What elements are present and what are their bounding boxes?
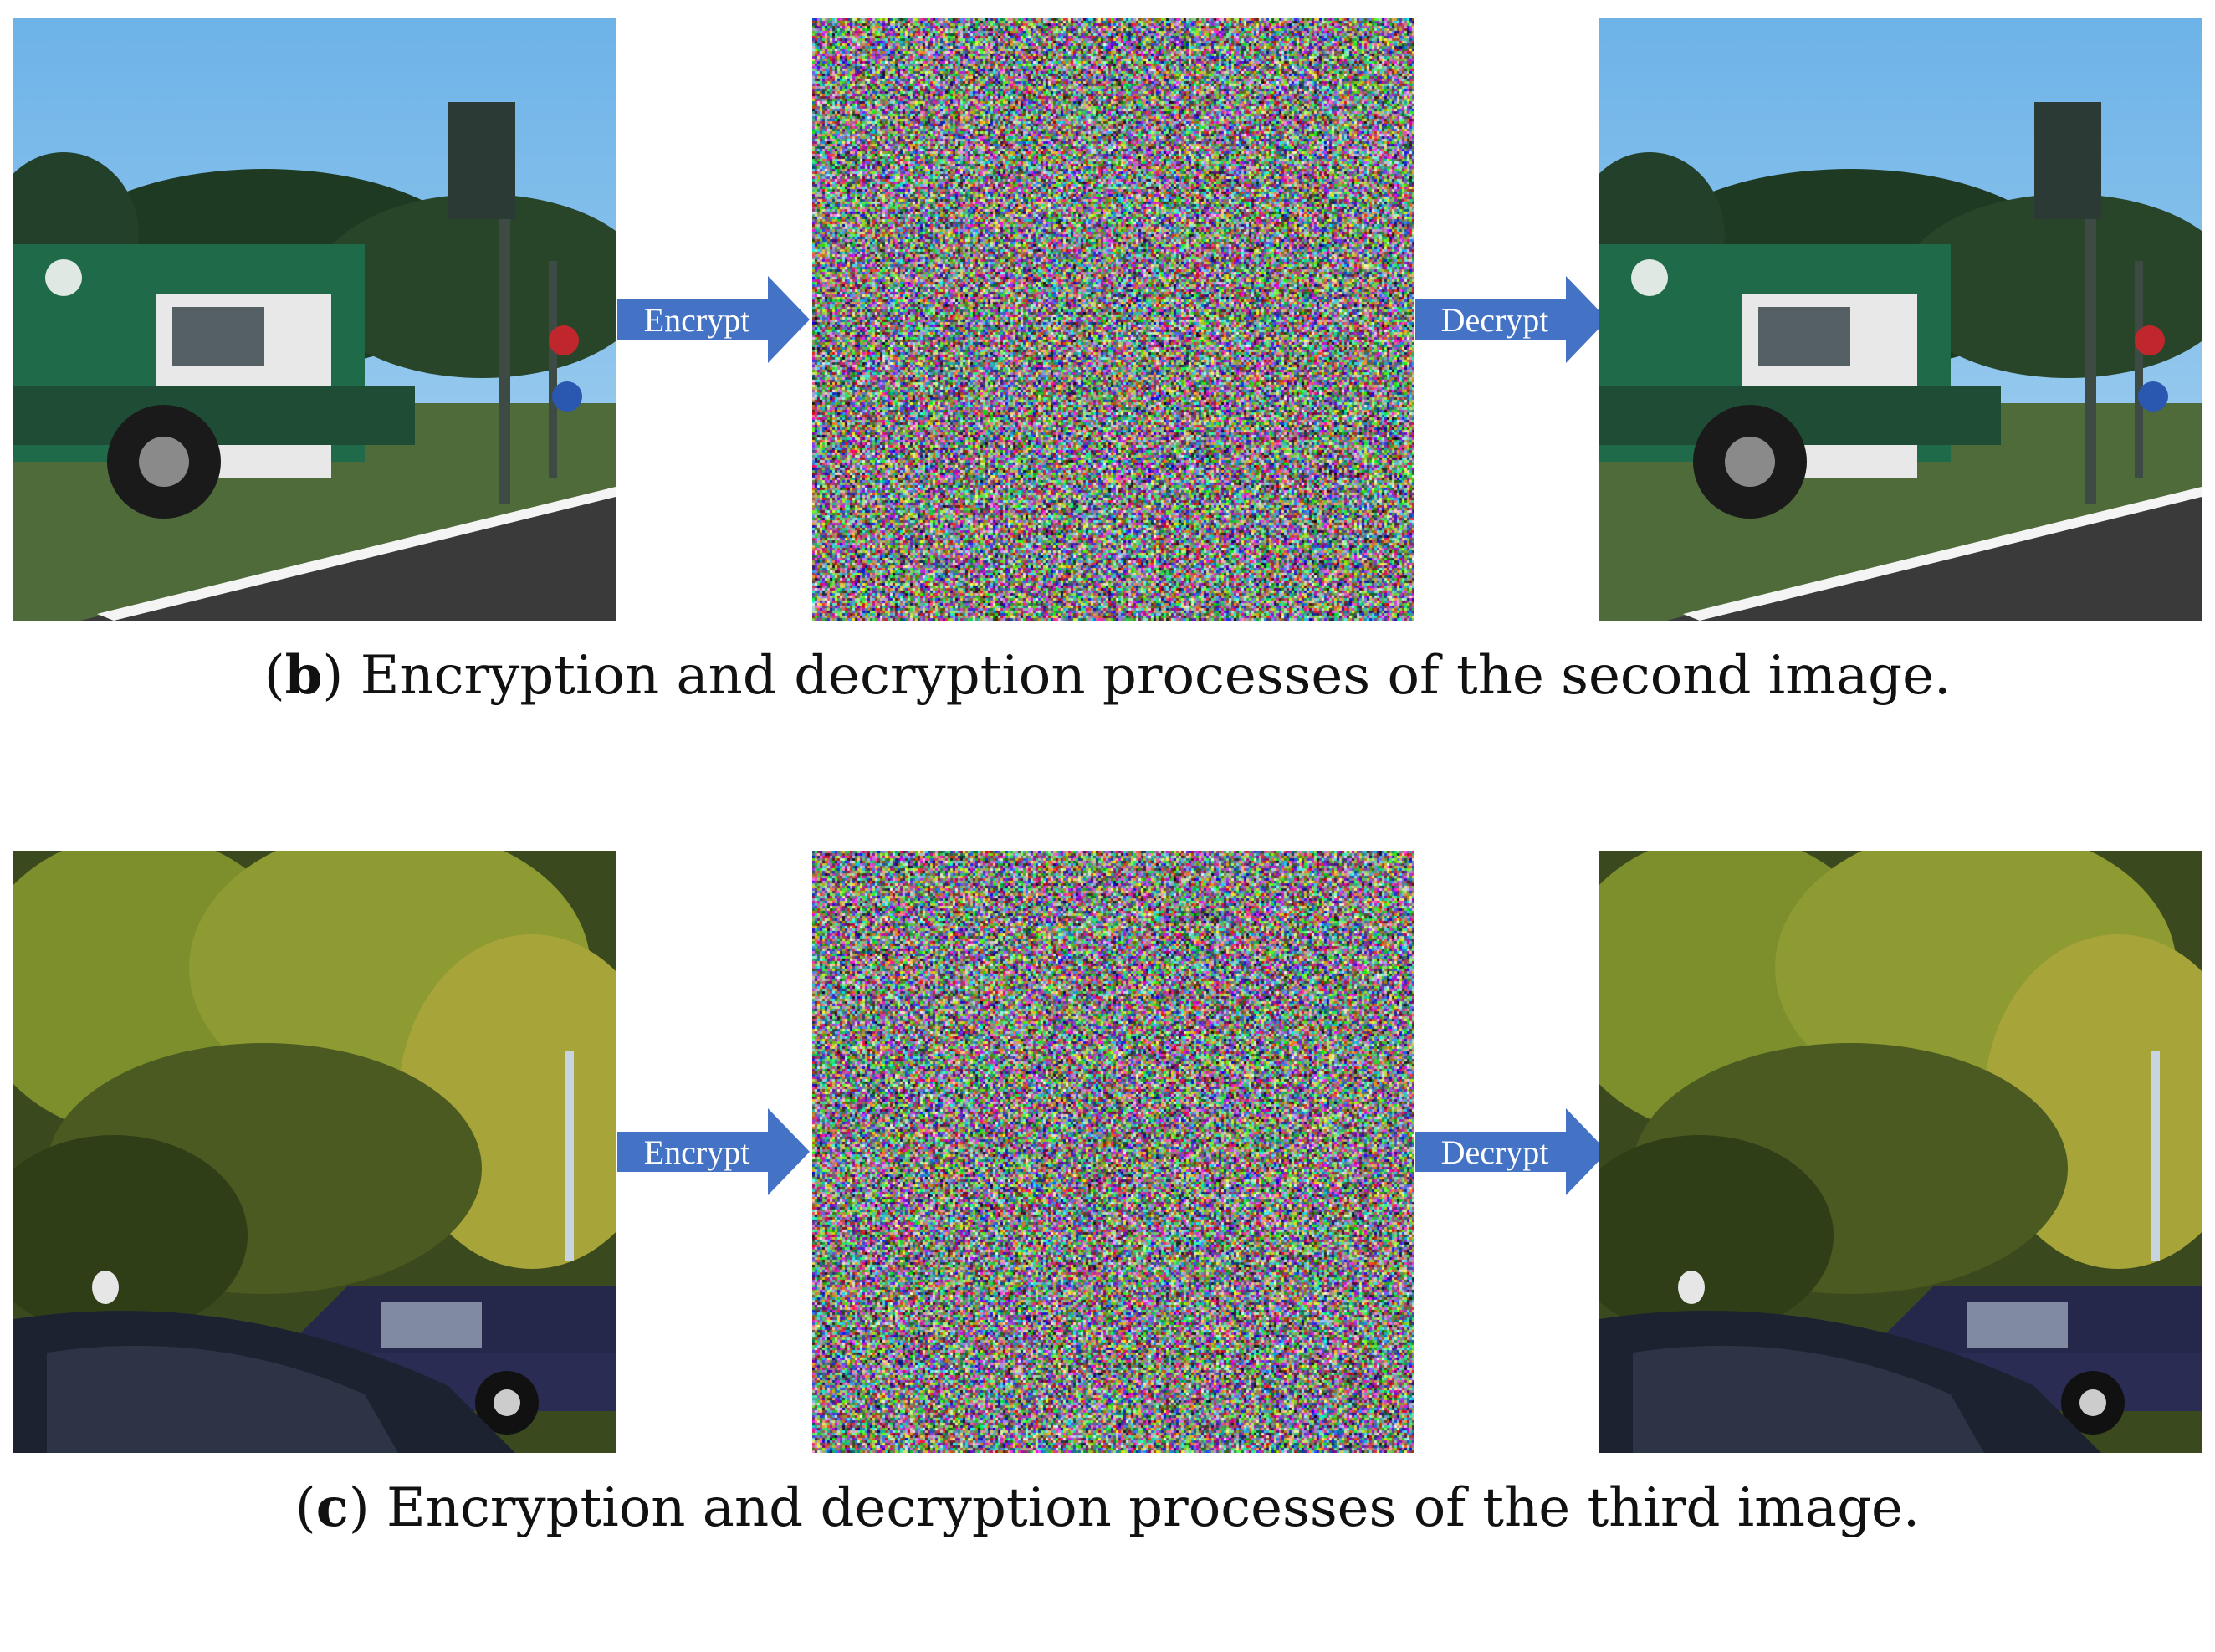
encrypt-arrow: Encrypt <box>617 276 810 363</box>
original-image-cars <box>13 851 616 1453</box>
caption-text: ) Encryption and decryption processes of… <box>322 645 1951 707</box>
encrypt-arrow: Encrypt <box>617 1108 810 1195</box>
caption-text: ) Encryption and decryption processes of… <box>349 1477 1921 1539</box>
encrypt-label: Encrypt <box>617 1108 776 1195</box>
original-image-truck <box>13 18 616 621</box>
noise-canvas <box>812 18 1414 621</box>
decrypt-label: Decrypt <box>1415 1108 1574 1195</box>
caption-letter: c <box>316 1476 349 1539</box>
figure-row-b: Encrypt Decrypt <box>0 0 2215 820</box>
decrypt-arrow: Decrypt <box>1415 276 1608 363</box>
figure-row-c: Encrypt Decrypt (c) Encrypt <box>0 832 2215 1652</box>
noise-canvas <box>812 851 1414 1453</box>
decrypted-image-cars <box>1599 851 2202 1453</box>
encrypted-image-noise <box>812 18 1414 621</box>
decrypt-label: Decrypt <box>1415 276 1574 363</box>
decrypted-image-truck <box>1599 18 2202 621</box>
caption-open-paren: ( <box>295 1477 316 1539</box>
decrypt-arrow: Decrypt <box>1415 1108 1608 1195</box>
encrypted-image-noise <box>812 851 1414 1453</box>
caption-b: (b) Encryption and decryption processes … <box>0 644 2215 707</box>
caption-open-paren: ( <box>264 645 285 707</box>
caption-letter: b <box>285 644 323 707</box>
encrypt-label: Encrypt <box>617 276 776 363</box>
caption-c: (c) Encryption and decryption processes … <box>0 1476 2215 1539</box>
